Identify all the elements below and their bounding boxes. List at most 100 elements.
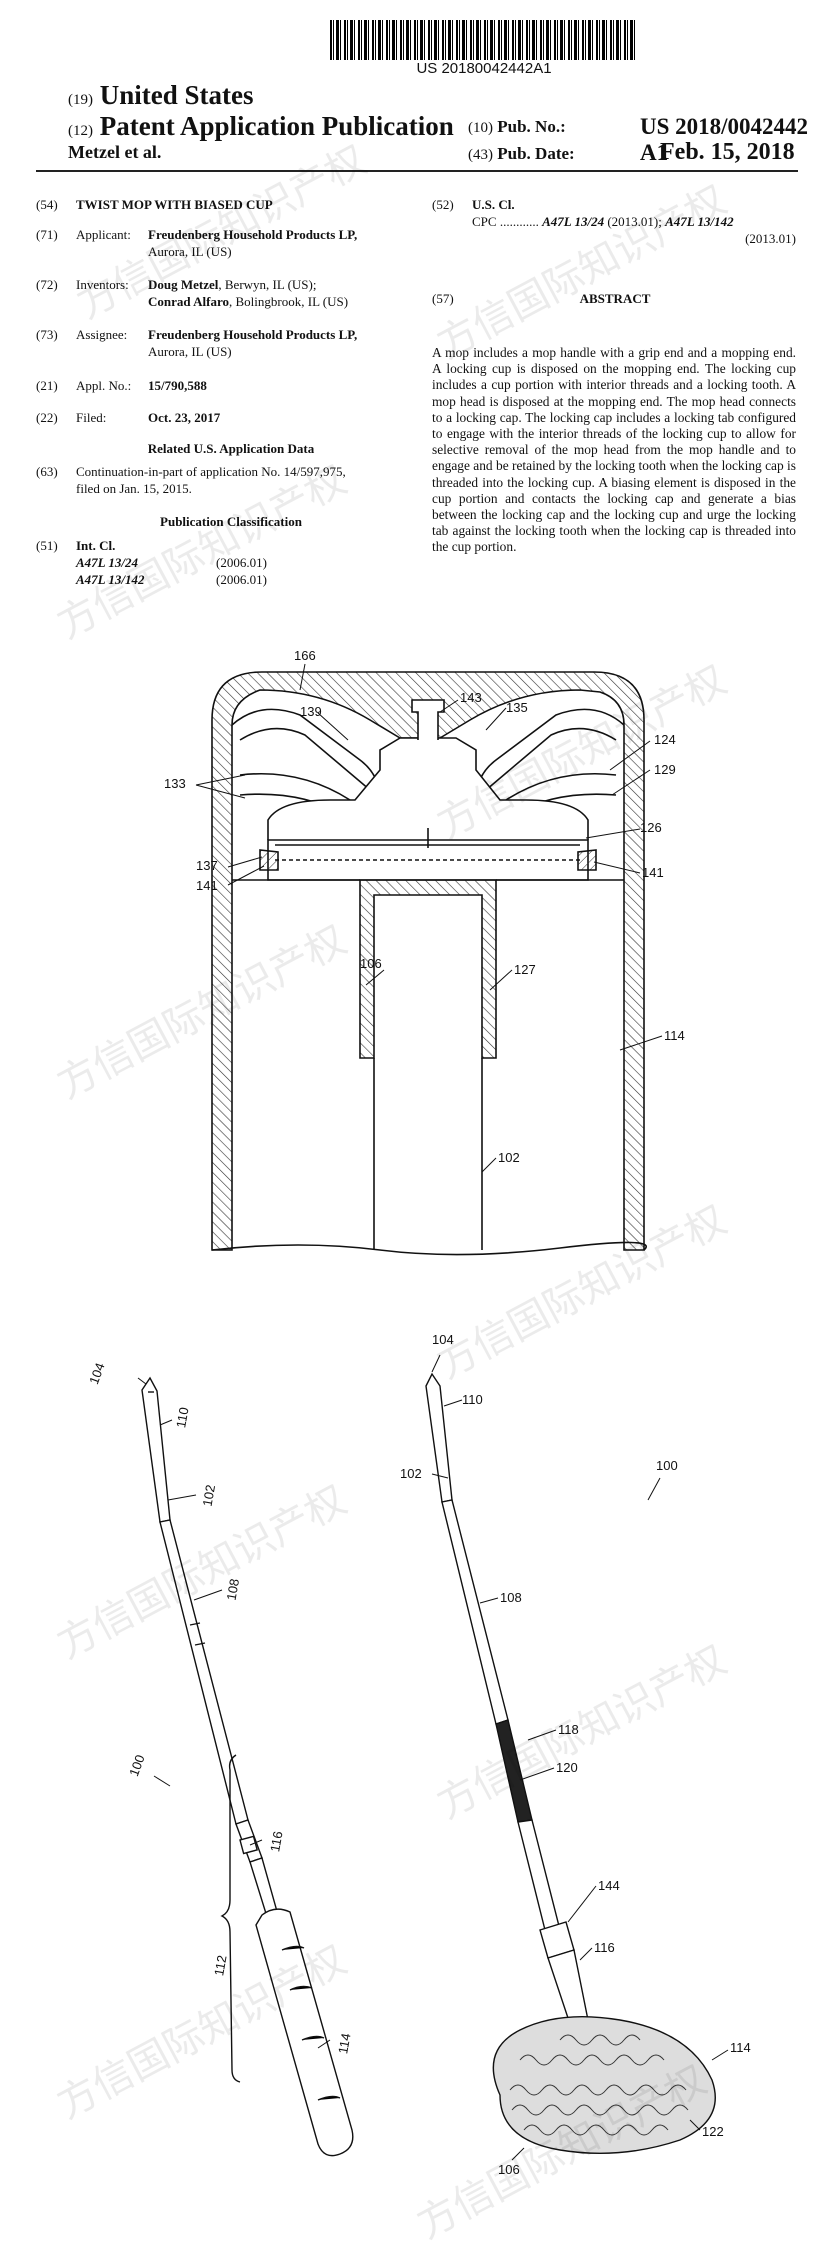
ref-116-left: 116	[267, 1829, 286, 1854]
invention-title: TWIST MOP WITH BIASED CUP	[76, 197, 273, 212]
pub-no-label-line: (10) Pub. No.:	[468, 117, 566, 137]
country: United States	[99, 80, 254, 110]
pub-no: US 2018/0042442 A1	[640, 114, 809, 165]
mop-leaders	[137, 1354, 729, 2161]
field-label: Filed:	[76, 410, 107, 425]
cross-section-leaders	[195, 663, 663, 1173]
ref-108-right: 108	[500, 1590, 522, 1605]
field-label: Inventors:	[76, 277, 129, 292]
ref-104-right: 104	[432, 1332, 454, 1347]
code-43: (43)	[468, 147, 493, 163]
field-code: (63)	[36, 464, 58, 479]
filed-date: Oct. 23, 2017	[148, 410, 221, 425]
field-72: (72) Inventors: Doug Metzel, Berwyn, IL …	[36, 276, 426, 316]
ref-100-right: 100	[656, 1458, 678, 1473]
ref-139: 139	[300, 704, 322, 719]
ref-104-left: 104	[86, 1360, 108, 1387]
field-label: Int. Cl.	[76, 538, 116, 553]
int-class-2-date: (2006.01)	[216, 572, 267, 587]
field-label: Assignee:	[76, 327, 128, 342]
cpc-class-1-date: (2013.01);	[607, 214, 662, 229]
inventor-short: Metzel et al.	[68, 142, 162, 162]
int-class-1-date: (2006.01)	[216, 555, 267, 570]
country-line: (19) United States	[68, 80, 254, 111]
ref-110-left: 110	[173, 1405, 192, 1430]
cpc-class-2-date: (2013.01)	[745, 231, 796, 246]
field-label: Applicant:	[76, 227, 131, 242]
field-label: Appl. No.:	[76, 378, 132, 393]
code-12: (12)	[68, 123, 93, 139]
field-label: U.S. Cl.	[472, 197, 515, 212]
field-code: (22)	[36, 410, 58, 425]
ref-100-left: 100	[126, 1752, 148, 1779]
ref-102-left: 102	[199, 1483, 219, 1508]
field-63: (63) Continuation-in-part of application…	[36, 463, 426, 503]
cpc-label: CPC ............	[472, 214, 539, 229]
pub-date-label: Pub. Date:	[497, 144, 575, 163]
ref-114-section: 114	[664, 1028, 685, 1043]
ref-141-left: 141	[196, 878, 218, 893]
ref-126: 126	[640, 820, 662, 835]
inventor-1-name: Doug Metzel	[148, 277, 219, 292]
field-code: (72)	[36, 277, 58, 292]
field-73: (73) Assignee: Freudenberg Household Pro…	[36, 326, 426, 366]
inventor-2: Conrad Alfaro, Bolingbrook, IL (US)	[148, 293, 348, 310]
pub-date-label-line: (43) Pub. Date:	[468, 144, 575, 164]
field-code: (51)	[36, 538, 58, 553]
ref-166: 166	[294, 648, 316, 663]
ref-114-right: 114	[730, 2040, 751, 2055]
ref-118: 118	[558, 1722, 579, 1737]
abstract-heading: ABSTRACT	[579, 291, 651, 306]
appl-no: 15/790,588	[148, 378, 207, 393]
ref-106-right: 106	[498, 2162, 520, 2177]
int-class-2: A47L 13/142	[76, 572, 145, 587]
field-code: (73)	[36, 327, 58, 342]
applicant-place: Aurora, IL (US)	[148, 244, 232, 259]
ref-124: 124	[654, 732, 676, 747]
cpc-line: CPC ............ A47L 13/24 (2013.01); A…	[472, 213, 734, 230]
field-51: (51) Int. Cl. A47L 13/24 (2006.01) A47L …	[36, 537, 426, 593]
cross-section-figure	[211, 671, 647, 1256]
ref-137: 137	[196, 858, 218, 873]
field-52: (52) U.S. Cl. CPC ............ A47L 13/2…	[432, 196, 798, 252]
ref-112: 112	[211, 1953, 230, 1978]
field-code: (21)	[36, 378, 58, 393]
ref-127: 127	[514, 962, 536, 977]
continuation-line-2: filed on Jan. 15, 2015.	[76, 481, 192, 496]
doc-type-line: (12) Patent Application Publication	[68, 111, 454, 142]
pub-no-label: Pub. No.:	[497, 117, 566, 136]
code-10: (10)	[468, 120, 493, 136]
barcode	[330, 20, 638, 60]
inventor-1-place: , Berwyn, IL (US);	[218, 277, 317, 292]
related-heading: Related U.S. Application Data	[147, 441, 315, 456]
cpc-class-2: A47L 13/142	[665, 214, 734, 229]
field-22: (22) Filed: Oct. 23, 2017	[36, 409, 426, 429]
ref-102-section: 102	[498, 1150, 520, 1165]
ref-141-right: 141	[642, 865, 664, 880]
code-19: (19)	[68, 92, 93, 108]
ref-120: 120	[556, 1760, 578, 1775]
ref-144: 144	[598, 1878, 620, 1893]
ref-116-right: 116	[594, 1940, 615, 1955]
abstract-body: A mop includes a mop handle with a grip …	[432, 345, 796, 555]
applicant-name: Freudenberg Household Products LP,	[148, 227, 358, 242]
field-code: (71)	[36, 227, 58, 242]
field-code: (54)	[36, 197, 58, 212]
barcode-number: US 20180042442A1	[416, 60, 552, 77]
field-code: (52)	[432, 197, 454, 212]
ref-133: 133	[164, 776, 186, 791]
assignee-place: Aurora, IL (US)	[148, 344, 232, 359]
doc-type: Patent Application Publication	[99, 111, 454, 141]
mop-handle-figure	[141, 1376, 354, 2157]
assignee-name: Freudenberg Household Products LP,	[148, 327, 358, 342]
inventor-2-name: Conrad Alfaro	[148, 294, 230, 309]
field-21: (21) Appl. No.: 15/790,588	[36, 377, 426, 397]
ref-102-right: 102	[400, 1466, 422, 1481]
cpc-class-1: A47L 13/24	[542, 214, 605, 229]
int-class-1: A47L 13/24	[76, 555, 138, 570]
pub-date: Feb. 15, 2018	[660, 139, 795, 165]
header-rule	[36, 170, 798, 172]
ref-129: 129	[654, 762, 676, 777]
